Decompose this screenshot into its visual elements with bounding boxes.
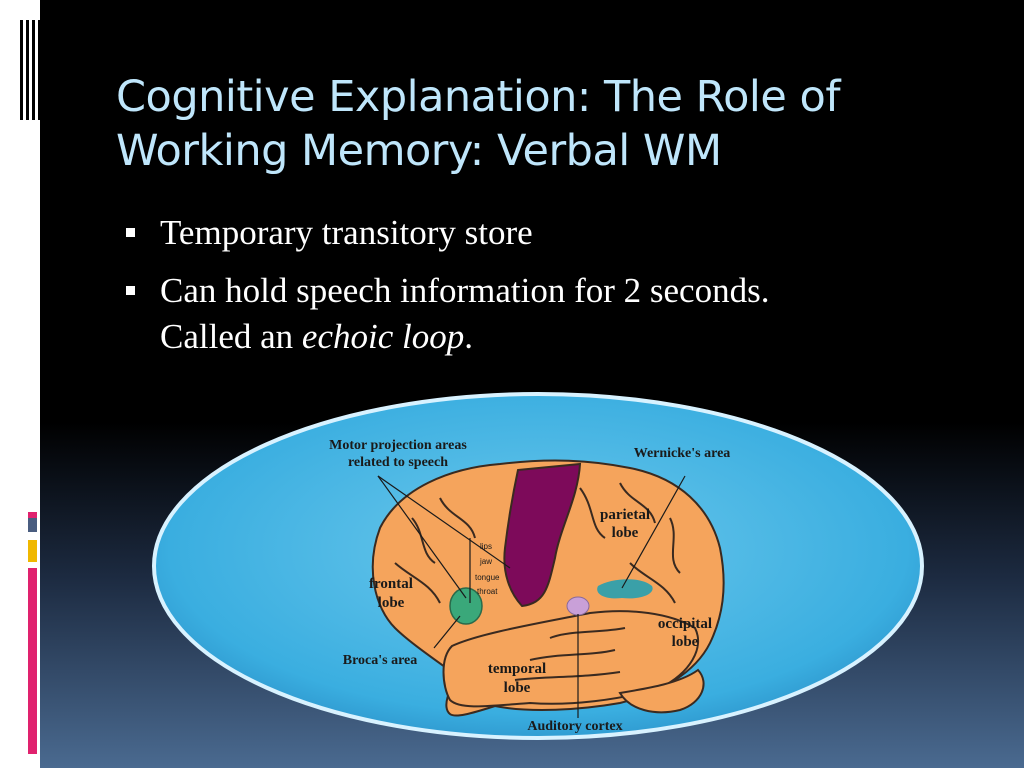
bullet-item: Temporary transitory store xyxy=(126,210,826,256)
label-frontal-line2: lobe xyxy=(378,595,405,611)
brain-diagram: Motor projection areas related to speech… xyxy=(152,392,924,740)
bullet-marker-icon xyxy=(126,286,135,295)
label-tongue: tongue xyxy=(475,573,500,582)
wernicke-area-region xyxy=(597,579,653,599)
label-occipital-line2: lobe xyxy=(672,634,699,650)
auditory-cortex-region xyxy=(566,596,590,616)
bullet-text: Can hold speech information for 2 second… xyxy=(160,271,770,356)
label-occipital-line1: occipital xyxy=(658,616,712,632)
left-decorative-strip xyxy=(0,0,40,768)
motor-projection-strip xyxy=(503,462,582,608)
bullet-list: Temporary transitory store Can hold spee… xyxy=(126,210,826,372)
label-lips: lips xyxy=(480,542,492,551)
label-broca: Broca's area xyxy=(343,653,418,668)
label-motor-projection-line2: related to speech xyxy=(348,455,448,470)
brain-sulci xyxy=(394,482,681,681)
bullet-text-end: . xyxy=(464,317,473,356)
label-throat: throat xyxy=(477,587,498,596)
accent-bar-blue xyxy=(28,518,37,532)
bullet-italic-term: echoic loop xyxy=(301,317,465,356)
accent-bar-pink-long xyxy=(28,568,37,754)
cerebellum xyxy=(618,668,705,714)
label-motor-projection-line1: Motor projection areas xyxy=(329,438,467,453)
label-jaw: jaw xyxy=(479,557,492,566)
label-parietal-line2: lobe xyxy=(612,525,639,541)
label-auditory-cortex: Auditory cortex xyxy=(527,719,622,734)
label-parietal-line1: parietal xyxy=(600,507,650,523)
bullet-text: Temporary transitory store xyxy=(160,213,533,252)
leader-lines xyxy=(377,475,686,718)
label-wernicke: Wernicke's area xyxy=(634,446,731,461)
broca-area-region xyxy=(449,587,483,625)
slide-title: Cognitive Explanation: The Role of Worki… xyxy=(116,72,840,176)
bullet-marker-icon xyxy=(126,228,135,237)
label-frontal-line1: frontal xyxy=(369,576,413,592)
accent-bar-gold xyxy=(28,540,37,562)
bullet-item: Can hold speech information for 2 second… xyxy=(126,268,826,360)
accent-bar-pink xyxy=(28,512,37,522)
label-temporal-line2: lobe xyxy=(504,680,531,696)
label-temporal-line1: temporal xyxy=(488,661,546,677)
strip-lines-decoration xyxy=(20,20,40,120)
